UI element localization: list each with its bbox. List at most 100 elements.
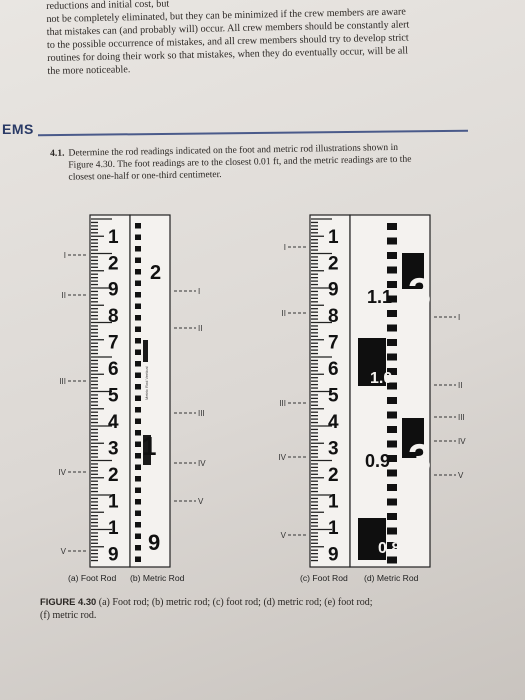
rod-marker-label: V	[458, 471, 464, 480]
rod-number: 1	[328, 227, 339, 248]
metric-block	[135, 269, 141, 275]
rod-marker-label: I	[284, 243, 286, 252]
rod-number: 3	[108, 439, 119, 460]
rod-number: 1	[108, 491, 119, 512]
metric-block	[387, 527, 397, 535]
metric-block	[135, 292, 141, 298]
metric-block	[135, 418, 141, 424]
right-foot-rod: 1 2 9 8 7 6 5 4 3 2 1 1 9	[309, 214, 351, 568]
metric-e-block	[358, 518, 386, 560]
metric-block	[387, 266, 397, 274]
metric-bar	[143, 435, 151, 465]
metric-number: 1	[142, 431, 156, 461]
figure-label: FIGURE 4.30	[40, 596, 97, 607]
rod-number: 9	[328, 544, 339, 565]
metric-block	[135, 234, 141, 240]
left-metric-rod: 219 Metric Rod Vertical	[129, 214, 171, 568]
metric-block	[135, 338, 141, 344]
rod-marker-label: I	[64, 251, 66, 260]
metric-block	[135, 407, 141, 413]
rod-number: 1	[328, 518, 339, 539]
metric-block	[135, 395, 141, 401]
metric-number: 3	[408, 435, 431, 482]
metric-block	[387, 498, 397, 506]
metric-number: 0.8	[378, 540, 400, 557]
metric-block	[387, 411, 397, 419]
rod-marker-label: V	[281, 531, 287, 540]
rod-number: 4	[328, 412, 339, 433]
rod-number: 6	[328, 359, 339, 380]
rod-number: 9	[108, 280, 119, 301]
rod-number: 3	[328, 439, 339, 460]
rod-marker-label: IV	[278, 453, 286, 462]
rod-marker-label: IV	[458, 437, 466, 446]
caption-a: (a) Foot Rod	[68, 573, 117, 583]
rod-marker-label: V	[198, 497, 204, 506]
metric-block	[135, 372, 141, 378]
metric-block	[135, 545, 141, 551]
rod-number: 5	[108, 386, 119, 407]
figure-caption-text: (a) Foot rod; (b) metric rod; (c) foot r…	[96, 597, 373, 608]
rod-marker-label: II	[458, 381, 462, 390]
metric-block	[387, 440, 397, 448]
metric-block	[135, 510, 141, 516]
rod-marker-label: III	[458, 413, 465, 422]
problem-number: 4.1.	[50, 147, 65, 159]
metric-block	[387, 339, 397, 346]
rod-marker-label: II	[62, 291, 66, 300]
metric-number: 2	[150, 262, 161, 284]
rod-number: 9	[328, 280, 339, 301]
rod-marker-label: II	[198, 324, 202, 333]
rod-marker-label: V	[61, 547, 67, 556]
metric-block	[135, 384, 141, 390]
metric-block	[387, 426, 397, 433]
rod-number: 7	[108, 333, 119, 354]
section-heading: EMS	[2, 121, 34, 137]
metric-block	[135, 257, 141, 263]
rod-number: 1	[108, 518, 119, 539]
caption-c: (c) Foot Rod	[300, 573, 348, 583]
metric-block	[387, 542, 397, 549]
metric-block	[387, 353, 397, 361]
rod-number: 9	[108, 544, 119, 565]
metric-block	[135, 315, 141, 321]
metric-block	[387, 455, 397, 462]
metric-block	[135, 326, 141, 332]
metric-block	[135, 349, 141, 355]
metric-e-block	[402, 418, 424, 458]
metric-block	[135, 522, 141, 528]
rod-number: 2	[108, 253, 119, 274]
figure-caption-text-2: (f) metric rod.	[40, 610, 97, 621]
metric-block	[135, 533, 141, 539]
caption-d: (d) Metric Rod	[364, 573, 419, 583]
metric-block	[135, 556, 141, 562]
rod-number: 2	[108, 465, 119, 486]
rod-number: 2	[328, 253, 339, 274]
caption-b: (b) Metric Rod	[130, 573, 185, 583]
metric-block	[135, 453, 141, 459]
rod-number: 7	[328, 333, 339, 354]
rod-marker-label: III	[279, 399, 286, 408]
rod-marker-label: IV	[198, 459, 206, 468]
metric-block	[135, 487, 141, 493]
metric-e-block	[358, 338, 386, 386]
metric-block	[387, 556, 397, 564]
metric-block	[387, 237, 397, 245]
rod-marker-label: I	[458, 313, 460, 322]
rod-number: 1	[328, 491, 339, 512]
rod-number: 8	[328, 306, 339, 327]
metric-block	[387, 397, 397, 404]
metric-block	[387, 281, 397, 288]
rod-number: 4	[108, 412, 119, 433]
metric-block	[387, 484, 397, 491]
metric-block	[387, 368, 397, 375]
metric-number: 9	[148, 530, 160, 555]
metric-number: 1.0	[370, 370, 392, 387]
metric-block	[387, 310, 397, 317]
rod-number: 2	[328, 465, 339, 486]
rod-number: 5	[328, 386, 339, 407]
